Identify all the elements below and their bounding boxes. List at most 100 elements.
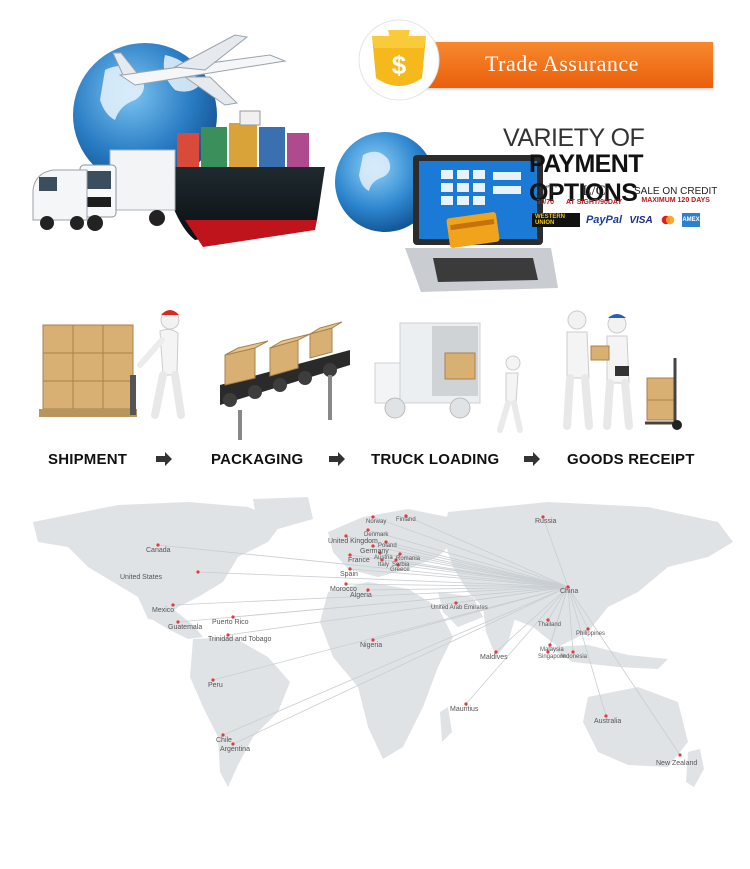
city-label-italy: Italy	[378, 562, 390, 568]
city-dot	[344, 582, 348, 586]
route-line	[349, 568, 569, 588]
city-label-thailand: Thailand	[538, 622, 562, 628]
city-dot	[571, 650, 575, 654]
city-dot	[494, 650, 498, 654]
route-line	[495, 586, 569, 653]
city-dot	[344, 534, 348, 538]
city-dot	[226, 633, 230, 637]
city-dot	[384, 540, 388, 544]
van-icon	[32, 169, 88, 230]
city-dot	[378, 551, 382, 555]
arrow-right-icon	[156, 452, 172, 466]
city-label-canada: Canada	[146, 547, 171, 554]
globe-icon	[335, 132, 435, 232]
city-label-indonesia: Indonesia	[561, 654, 588, 660]
city-label-serbia: Serbia	[392, 562, 410, 568]
city-dot	[404, 514, 408, 518]
city-dot	[566, 585, 570, 589]
truck-loading-illustration	[374, 322, 523, 433]
arrow-right-icon	[329, 452, 345, 466]
route-line	[567, 586, 607, 717]
amex-logo: AMEX	[682, 213, 700, 227]
city-dot	[678, 753, 682, 757]
route-line	[232, 586, 569, 745]
route-line	[547, 586, 569, 653]
city-label-puerto-rico: Puerto Rico	[212, 619, 249, 626]
route-line	[385, 541, 569, 588]
route-line	[222, 586, 569, 736]
city-dot	[371, 515, 375, 519]
step-shipment: SHIPMENT	[48, 451, 128, 468]
city-label-russia: Russia	[535, 518, 557, 525]
city-label-finland: Finland	[396, 517, 416, 523]
city-label-mexico: Mexico	[152, 607, 175, 614]
city-dot	[156, 543, 160, 547]
route-line	[405, 515, 569, 588]
city-label-nigeria: Nigeria	[360, 642, 383, 649]
city-label-maldives: Maldives	[480, 654, 508, 661]
city-label-singapore: Singapore	[538, 654, 566, 660]
city-dot	[231, 742, 235, 746]
route-line	[197, 571, 569, 588]
city-label-argentina: Argentina	[220, 746, 250, 753]
paypal-logo: PayPal	[585, 214, 623, 226]
city-label-denmark: Denmark	[364, 532, 389, 538]
route-line	[542, 516, 569, 588]
city-label-chile: Chile	[216, 737, 232, 744]
payment-title-line1: VARIETY OF	[503, 124, 645, 152]
world-shipping-map: Canada United States Mexico Guatemala Pu…	[28, 497, 740, 842]
city-label-guatemala: Guatemala	[168, 624, 203, 631]
route-line	[567, 586, 574, 653]
arrow-right-icon	[524, 452, 540, 466]
city-dot	[231, 615, 235, 619]
city-dot	[454, 601, 458, 605]
city-label-trinidad-and-tobago: Trinidad and Tobago	[208, 636, 272, 643]
city-label-china: China	[560, 588, 579, 595]
city-dot	[176, 620, 180, 624]
city-label-uae: United Arab Emirates	[431, 605, 488, 611]
credit-card-icon	[446, 212, 500, 248]
city-dot	[394, 558, 398, 562]
western-union-logo: WESTERN UNION	[532, 213, 580, 227]
transport-illustration	[32, 34, 325, 247]
shield-dollar-icon: $	[358, 19, 440, 101]
city-label-malaysia: Malaysia	[540, 647, 564, 653]
city-dot	[586, 627, 590, 631]
route-line	[455, 586, 569, 604]
city-label-australia: Australia	[594, 718, 622, 725]
city-label-philippines: Philippines	[576, 631, 606, 637]
payment-laptop-illustration	[335, 132, 558, 292]
route-line	[372, 586, 569, 641]
step-truck-loading: TRUCK LOADING	[371, 451, 500, 468]
route-line	[172, 586, 569, 606]
route-line	[367, 529, 569, 588]
route-line	[379, 552, 569, 588]
city-dot	[548, 643, 552, 647]
route-line	[367, 586, 569, 591]
city-dot	[211, 678, 215, 682]
city-dot	[196, 570, 200, 574]
city-dot	[366, 588, 370, 592]
packaging-illustration	[220, 321, 350, 440]
city-dot	[371, 638, 375, 642]
route-line	[232, 586, 569, 618]
city-dot	[171, 603, 175, 607]
city-dot	[221, 733, 225, 737]
city-label-united-kingdom: United Kingdom	[328, 538, 378, 545]
route-line	[397, 564, 569, 588]
payment-logos: WESTERN UNION PayPal VISA AMEX	[532, 213, 700, 227]
city-label-new-zealand: New Zealand	[656, 760, 698, 767]
city-dot	[366, 528, 370, 532]
route-line	[372, 516, 569, 588]
visa-logo: VISA	[629, 214, 653, 226]
city-dot	[464, 702, 468, 706]
city-label-poland: Poland	[378, 543, 397, 549]
city-dot	[604, 714, 608, 718]
city-dot	[348, 567, 352, 571]
goods-receipt-illustration	[563, 310, 682, 430]
city-label-germany: Germany	[360, 548, 389, 555]
route-line	[567, 586, 681, 756]
world-map-shapes	[33, 497, 733, 787]
city-label-morocco: Morocco	[330, 586, 357, 593]
laptop-icon	[405, 155, 558, 292]
